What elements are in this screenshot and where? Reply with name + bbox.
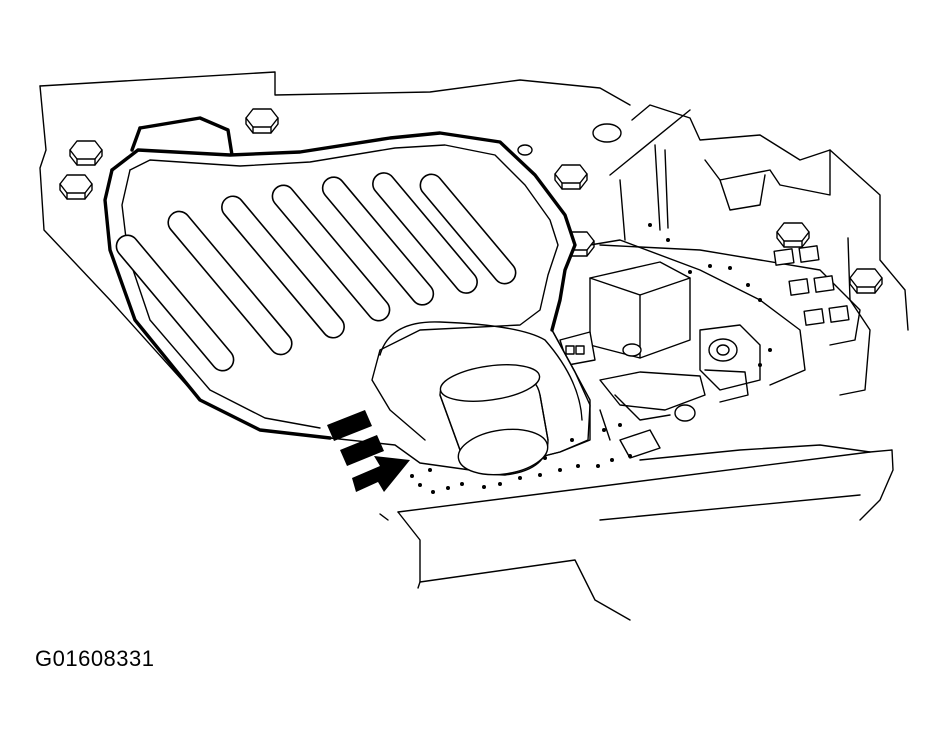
oil-filter-pan [103, 116, 591, 476]
bolt-icon [554, 164, 588, 190]
figure-code: G01608331 [35, 646, 155, 671]
bolt-icon [849, 268, 883, 294]
bolt-icon [245, 108, 279, 134]
valve-body-area [517, 109, 861, 459]
bolt-icon [69, 140, 103, 166]
arrow-down-left-icon [327, 410, 410, 492]
bolt-icon [59, 174, 93, 200]
bolt-icon [776, 222, 810, 248]
pan-bolts [59, 108, 883, 294]
flange-rivets [410, 223, 772, 494]
